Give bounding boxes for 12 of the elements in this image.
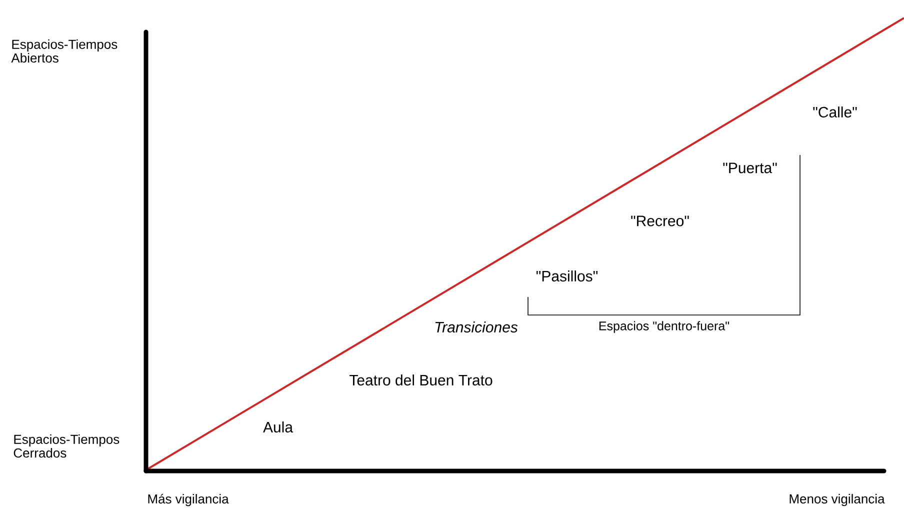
axis-label: Espacios-Tiempos Cerrados — [14, 434, 120, 458]
axis-label: Más vigilancia — [148, 494, 229, 506]
point-label: Teatro del Buen Trato — [350, 374, 492, 386]
bracket-label: Espacios "dentro-fuera" — [599, 321, 730, 333]
point-label: "Pasillos" — [536, 270, 598, 282]
point-label: Aula — [263, 422, 294, 432]
point-label: "Calle" — [813, 106, 857, 118]
point-label: "Puerta" — [723, 162, 777, 174]
axis-label: Menos vigilancia — [790, 494, 885, 506]
point-label: Transiciones — [435, 322, 518, 332]
point-label: "Recreo" — [631, 216, 689, 226]
axis-label: Espacios-Tiempos Abiertos — [11, 39, 118, 63]
